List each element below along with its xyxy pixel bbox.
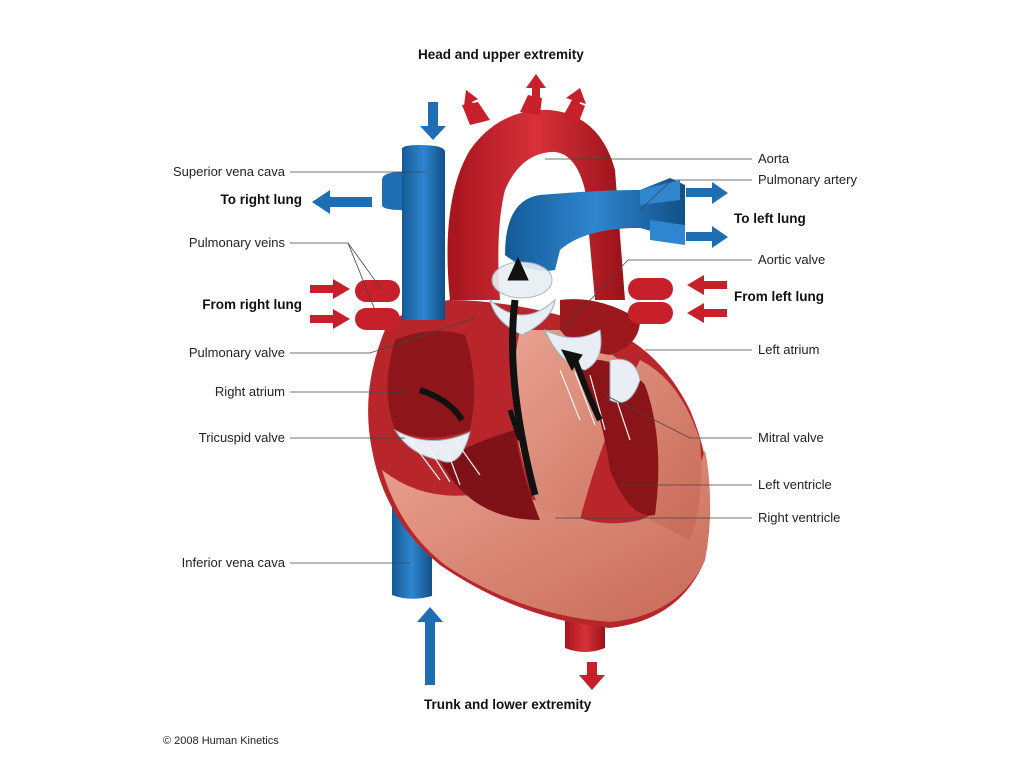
right-ventricle-chamber xyxy=(440,430,540,520)
label-left-atrium: Left atrium xyxy=(758,342,820,357)
label-trunk-lower-extremity: Trunk and lower extremity xyxy=(424,697,592,712)
arrow-to-trunk xyxy=(579,662,605,690)
arrow-head-3 xyxy=(566,88,586,114)
label-aortic-valve: Aortic valve xyxy=(758,252,826,267)
label-right-ventricle: Right ventricle xyxy=(758,510,841,525)
label-head-upper-extremity: Head and upper extremity xyxy=(418,47,584,62)
label-right-atrium: Right atrium xyxy=(214,384,285,399)
copyright-notice: © 2008 Human Kinetics xyxy=(163,735,279,747)
arrow-to-right-lung xyxy=(312,190,372,214)
label-from-left-lung: From left lung xyxy=(734,289,824,304)
superior-vena-cava-vessel xyxy=(401,145,445,320)
chordae-tendineae xyxy=(409,369,631,486)
arrow-into-svc xyxy=(420,102,446,140)
aortic-branch-1 xyxy=(462,102,490,125)
label-superior-vena-cava: Superior vena cava xyxy=(172,164,285,179)
label-to-left-lung: To left lung xyxy=(734,211,806,226)
svc-branch xyxy=(382,172,402,210)
label-left-ventricle: Left ventricle xyxy=(758,477,832,492)
pulmonary-artery-left-upper xyxy=(640,180,680,205)
label-pulmonary-veins: Pulmonary veins xyxy=(188,235,285,250)
leader-lines xyxy=(290,158,752,564)
arrow-from-right-lung-lower xyxy=(310,309,350,329)
label-aorta: Aorta xyxy=(758,151,790,166)
arrow-into-ivc xyxy=(417,607,443,685)
label-pulmonary-artery: Pulmonary artery xyxy=(758,172,857,187)
arrow-to-left-lung-upper xyxy=(686,182,728,204)
myocardium xyxy=(382,450,710,622)
aortic-arch xyxy=(447,109,625,300)
arrow-head-1 xyxy=(464,90,478,116)
arrow-from-right-lung-upper xyxy=(310,279,350,299)
label-inferior-vena-cava: Inferior vena cava xyxy=(181,555,285,570)
right-pulmonary-veins xyxy=(355,280,400,330)
flow-arrows xyxy=(310,74,728,690)
arrow-from-left-lung-upper xyxy=(687,275,727,295)
label-to-right-lung: To right lung xyxy=(220,192,302,207)
right-atrium-chamber xyxy=(387,331,474,438)
arrow-to-left-lung-lower xyxy=(686,226,728,248)
label-mitral-valve: Mitral valve xyxy=(758,430,824,445)
arrow-head-2 xyxy=(526,74,546,100)
pulmonary-artery-left-lower xyxy=(650,220,685,245)
label-from-right-lung: From right lung xyxy=(202,297,302,312)
internal-flow-arrows xyxy=(419,256,603,496)
left-pulmonary-veins xyxy=(628,278,673,324)
arrow-from-left-lung-lower xyxy=(687,303,727,323)
label-pulmonary-valve: Pulmonary valve xyxy=(188,345,285,360)
label-tricuspid-valve: Tricuspid valve xyxy=(198,430,285,445)
